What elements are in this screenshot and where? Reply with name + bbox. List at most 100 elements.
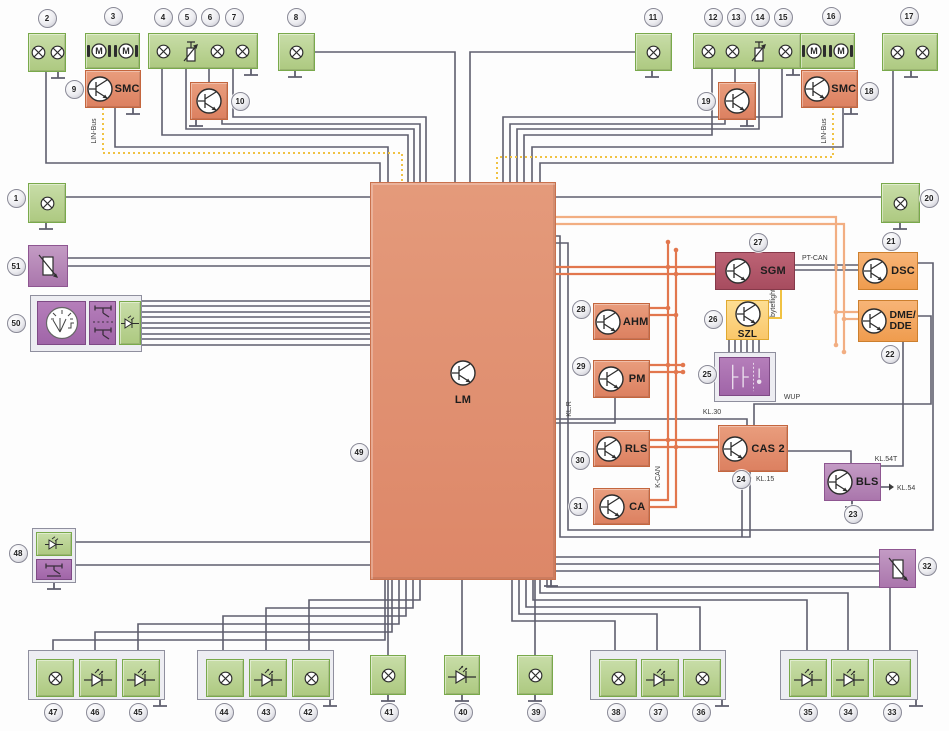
motor-icon: M xyxy=(113,41,139,61)
pt-can-branch-bus xyxy=(556,215,858,355)
wire-segment xyxy=(94,580,393,650)
lamp-icon xyxy=(888,43,907,62)
lamp-icon xyxy=(216,669,235,688)
module-label: PM xyxy=(628,373,646,385)
wire-segment xyxy=(315,51,456,182)
badge-21: 21 xyxy=(881,231,901,251)
led-icon xyxy=(126,668,156,688)
lamp-cell xyxy=(36,659,74,697)
module-label: SMC xyxy=(831,83,857,95)
lamp-group-33-35 xyxy=(780,650,918,700)
led-icon xyxy=(793,668,823,688)
wup-label: WUP xyxy=(784,394,801,401)
badge-20: 20 xyxy=(919,188,939,208)
badge-45: 45 xyxy=(128,702,148,722)
kl54t-label: KL.54T xyxy=(875,456,898,463)
badge-35: 35 xyxy=(798,702,818,722)
module-sgm: SGM xyxy=(715,252,795,290)
transistor-icon xyxy=(826,468,854,496)
unit-12-15 xyxy=(693,33,801,69)
transistor-icon xyxy=(861,257,889,285)
badge-17: 17 xyxy=(899,6,919,26)
badge-36: 36 xyxy=(691,702,711,722)
transistor-icon xyxy=(724,257,752,285)
lamp-cell xyxy=(79,659,117,697)
motor-icon: M xyxy=(86,41,112,61)
unit-11 xyxy=(635,33,672,71)
module-rls: RLS xyxy=(593,430,650,467)
lamp-cell xyxy=(122,659,160,697)
module-dme-dde: DME/ DDE xyxy=(858,300,918,342)
lamp-cell xyxy=(206,659,244,697)
lin-bus-left-wire xyxy=(102,108,403,182)
badge-12: 12 xyxy=(703,7,723,27)
byteflight-wire xyxy=(769,290,782,319)
badge-33: 33 xyxy=(882,702,902,722)
wire-segment xyxy=(556,242,934,531)
wire-segment xyxy=(523,69,713,182)
svg-text:M: M xyxy=(122,46,130,56)
steering-column-icon xyxy=(722,360,768,394)
transistor-icon xyxy=(195,87,223,115)
led-icon xyxy=(253,668,283,688)
badge-37: 37 xyxy=(648,702,668,722)
ground-symbols xyxy=(39,69,923,707)
led-icon xyxy=(83,668,113,688)
lamp-icon xyxy=(883,669,902,688)
badge-30: 30 xyxy=(570,450,590,470)
badge-14: 14 xyxy=(750,7,770,27)
badge-23: 23 xyxy=(843,504,863,524)
badge-4: 4 xyxy=(153,7,173,27)
lamp-icon xyxy=(723,42,742,61)
wire-segment xyxy=(45,72,381,182)
badge-40: 40 xyxy=(453,702,473,722)
module-ahm: AHM xyxy=(593,303,650,340)
module-ca: CA xyxy=(593,488,650,525)
unit-32 xyxy=(879,549,916,588)
k-can-wire xyxy=(650,250,678,509)
transistor-icon xyxy=(594,308,622,336)
lamp-group-42-44 xyxy=(197,650,334,700)
bus-labels: PT-CAN WUP KL.30 KL.15 KL.54T KL.54 K-CA… xyxy=(91,118,915,492)
unit-41 xyxy=(370,655,406,695)
badge-48: 48 xyxy=(8,543,28,563)
lamp-icon xyxy=(46,669,65,688)
module-smc-left: SMC xyxy=(85,70,141,108)
unit-1 xyxy=(28,183,66,223)
transistor-icon xyxy=(449,359,477,387)
badge-5: 5 xyxy=(177,7,197,27)
wire-segment xyxy=(539,71,894,182)
badge-22: 22 xyxy=(880,344,900,364)
lamp-icon xyxy=(302,669,321,688)
wire-segment xyxy=(532,580,808,650)
badge-6: 6 xyxy=(200,7,220,27)
wire-segment xyxy=(509,120,726,182)
wire-segment xyxy=(137,580,400,650)
badge-13: 13 xyxy=(726,7,746,27)
unit-39 xyxy=(517,655,553,695)
pt-can-label: PT-CAN xyxy=(802,255,828,262)
wire-segment xyxy=(788,450,852,463)
module-cas2: CAS 2 xyxy=(718,425,788,472)
kl-r-label: KL.R xyxy=(566,401,573,417)
lin-bus-right-label: LIN-Bus xyxy=(821,118,828,144)
badge-1: 1 xyxy=(6,188,26,208)
badge-18: 18 xyxy=(859,81,879,101)
rheostat-icon xyxy=(884,554,912,584)
wire-kl54t xyxy=(881,342,904,467)
lamp-icon xyxy=(693,669,712,688)
wire-segment xyxy=(221,120,421,182)
transistor-icon xyxy=(734,300,762,328)
unit-48-sensor-switch xyxy=(32,528,76,583)
motor-icon: M xyxy=(828,41,854,61)
lm-core: LM xyxy=(371,359,555,406)
badge-38: 38 xyxy=(606,702,626,722)
badge-49: 49 xyxy=(349,442,369,462)
badge-51: 51 xyxy=(6,256,26,276)
module-dsc: DSC xyxy=(858,252,918,290)
wire-segment xyxy=(518,580,658,650)
lamp-cell xyxy=(599,659,637,697)
transistor-icon xyxy=(597,365,625,393)
